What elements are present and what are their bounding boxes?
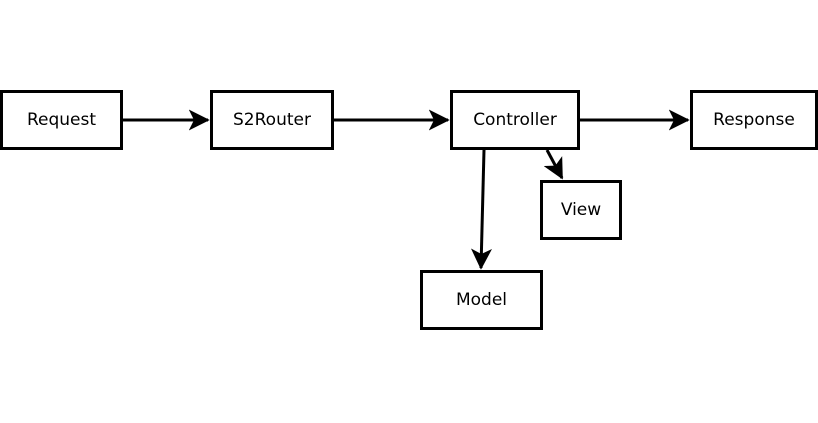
response-node: Response <box>690 90 818 150</box>
controller-label: Controller <box>473 110 557 130</box>
view-label: View <box>560 200 602 220</box>
request-label: Request <box>26 110 97 130</box>
edge-controller-to-model <box>470 149 492 270</box>
model-label: Model <box>455 290 508 310</box>
s2router-label: S2Router <box>233 110 311 130</box>
s2router-node: S2Router <box>210 90 334 150</box>
view-node: View <box>540 180 622 240</box>
request-node: Request <box>0 90 123 150</box>
controller-node: Controller <box>450 90 580 150</box>
edge-controller-to-view <box>543 149 564 180</box>
model-node: Model <box>420 270 543 330</box>
response-label: Response <box>713 110 795 130</box>
